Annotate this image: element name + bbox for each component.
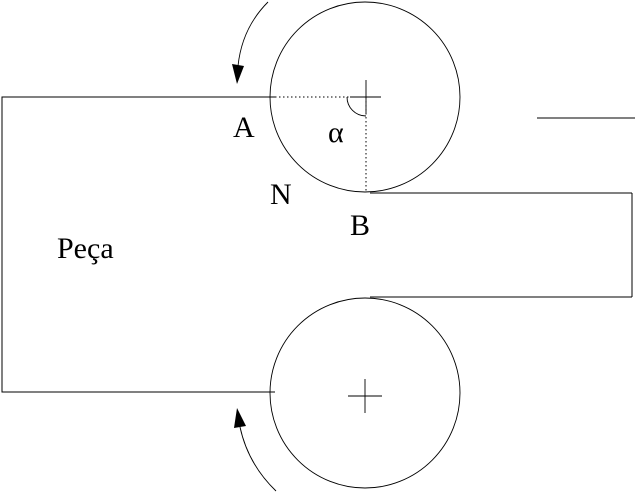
label-point-b: B — [350, 209, 370, 242]
label-workpiece: Peça — [57, 232, 114, 265]
label-point-a: A — [233, 111, 255, 144]
lower-rotation-arrow — [239, 426, 277, 492]
upper-rotation-arrowhead — [232, 64, 244, 84]
label-point-n: N — [270, 178, 292, 211]
upper-rotation-arrow — [237, 1, 269, 67]
lower-rotation-arrowhead — [234, 408, 246, 428]
angle-arc — [346, 96, 367, 117]
lower-roll — [269, 297, 461, 489]
upper-roll — [269, 1, 461, 193]
label-angle-alpha: α — [328, 116, 344, 149]
workpiece-outline — [1, 96, 275, 393]
